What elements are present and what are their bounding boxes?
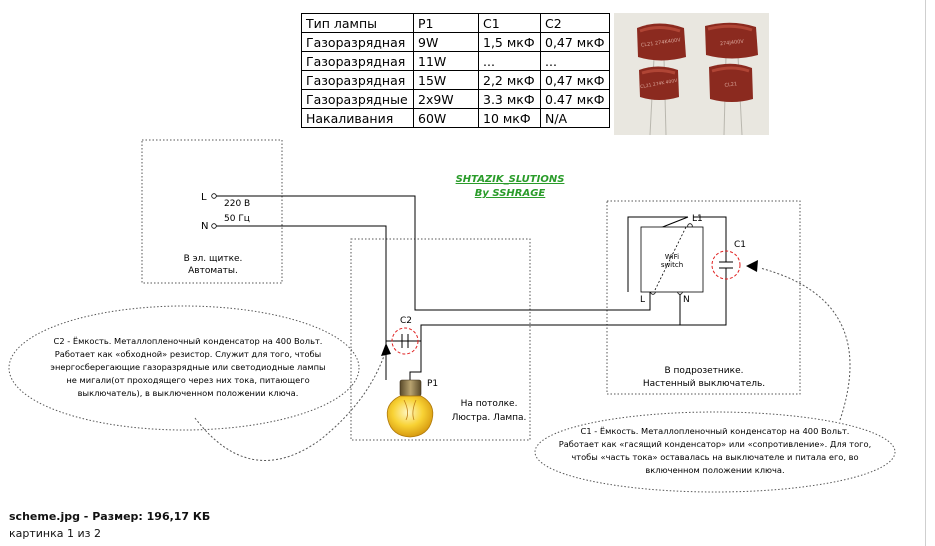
brand-line-2: By SSHRAGE [475,188,546,199]
lamp-bulb [386,379,434,438]
ceiling-caption-1: На потолке. [461,399,518,409]
panel-l-terminal [211,193,217,199]
c2-label: C2 [400,316,412,326]
frequency-label: 50 Гц [224,214,250,224]
note-c2-line-3: энергосберегающие газоразрядные или свет… [50,362,325,372]
table-cell: Газоразрядная [301,32,414,52]
table-cell: 0,47 мкФ [540,32,610,52]
panel-box [141,139,283,284]
switch-l1-label: L1 [692,214,703,224]
table-cell: ... [478,51,541,71]
panel-l-label: L [201,192,207,203]
c1-label: C1 [734,240,746,250]
note-c1-line-3: чтобы «часть тока» оставалась на выключа… [571,452,858,462]
note-c1-line-1: С1 - Ёмкость. Металлопленочный конденсат… [581,426,850,436]
panel-n-label: N [201,221,208,232]
capacitor-photo: CL21 274K400V 274J400V CL21 274K 400V CL… [614,13,769,135]
table-cell: 60W [413,108,479,128]
table-cell: 9W [413,32,479,52]
capacitor-2-marking: 274J400V [720,39,745,48]
table-cell: Газоразрядная [301,51,414,71]
voltage-label: 220 В [224,199,250,209]
table-cell: ... [540,51,610,71]
table-header: P1 [413,13,479,33]
note-c1-line-2: Работает как «гасящий конденсатор» или «… [559,439,872,449]
switch-box [606,200,801,395]
table-header: Тип лампы [301,13,414,33]
switch-n-label: N [683,295,690,305]
switch-label: switch [661,261,683,269]
note-c2-line-4: не мигали(от проходящего через них тока,… [66,375,309,385]
table-cell: 0,47 мкФ [540,70,610,90]
table-row: Газоразрядная 9W 1,5 мкФ 0,47 мкФ [301,32,610,52]
note-c1-line-4: включенном положении ключа. [645,465,784,475]
capacitor-4-marking: CL21 [724,81,737,89]
note-c2-arrow-path [194,349,387,461]
panel-n-terminal [211,223,217,229]
c1-highlight [711,250,741,280]
c2-capacitor [401,334,409,348]
table-cell: N/A [540,108,610,128]
table-row: Газоразрядные 2x9W 3.3 мкФ 0.47 мкФ [301,89,610,109]
note-c1-arrowhead [746,260,758,272]
brand-line-1: SHTAZIK_SLUTIONS [456,174,565,185]
note-c1-ellipse [534,411,896,493]
c1-capacitor [719,255,733,282]
image-counter: картинка 1 из 2 [9,527,101,540]
table-header: C2 [540,13,610,33]
table-cell: 2x9W [413,89,479,109]
table-row: Накаливания 60W 10 мкФ N/A [301,108,610,128]
table-cell: 1,5 мкФ [478,32,541,52]
table-cell: 0.47 мкФ [540,89,610,109]
note-c2-line-1: С2 - Ёмкость. Металлопленочный конденсат… [54,336,323,346]
switch-l-label: L [640,295,645,305]
ceiling-box [350,238,531,441]
table-cell: Накаливания [301,108,414,128]
table-cell: 10 мкФ [478,108,541,128]
note-c2-line-5: выключатель), в выключенном положении кл… [78,388,299,398]
table-row: Газоразрядная 15W 2,2 мкФ 0,47 мкФ [301,70,610,90]
note-c2-ellipse [8,305,360,431]
lamp-table: Тип лампы P1 C1 C2 Газоразрядная 9W 1,5 … [301,13,610,128]
capacitor-1-marking: CL21 274K400V [641,37,682,49]
note-c1-arrow-path [759,267,851,421]
switchbox-caption-1: В подрозетнике. [664,366,743,376]
table-header: C1 [478,13,541,33]
wifi-switch-module [640,226,704,293]
note-c2-arrowhead [381,343,391,356]
table-header-row: Тип лампы P1 C1 C2 [301,13,610,33]
switchbox-caption-2: Настенный выключатель. [643,379,765,389]
capacitor-2: 274J400V [705,22,758,59]
capacitor-4: CL21 [709,63,753,102]
table-cell: Газоразрядная [301,70,414,90]
wifi-label: WiFi [665,253,679,261]
capacitor-1: CL21 274K400V [637,23,686,61]
viewer-right-border [925,0,926,546]
table-cell: 3.3 мкФ [478,89,541,109]
table-cell: Газоразрядные [301,89,414,109]
panel-caption-1: В эл. щитке. [184,254,243,264]
table-cell: 2,2 мкФ [478,70,541,90]
panel-caption-2: Автоматы. [188,266,238,276]
ceiling-caption-2: Люстра. Лампа. [452,413,527,423]
note-c2-line-2: Работает как «обходной» резистор. Служит… [55,349,321,359]
p1-label: P1 [427,379,438,389]
table-cell: 15W [413,70,479,90]
table-row: Газоразрядная 11W ... ... [301,51,610,71]
c2-highlight [391,327,419,355]
file-info: scheme.jpg - Размер: 196,17 КБ [9,510,211,523]
table-cell: 11W [413,51,479,71]
capacitor-3: CL21 274K 400V [639,66,679,100]
